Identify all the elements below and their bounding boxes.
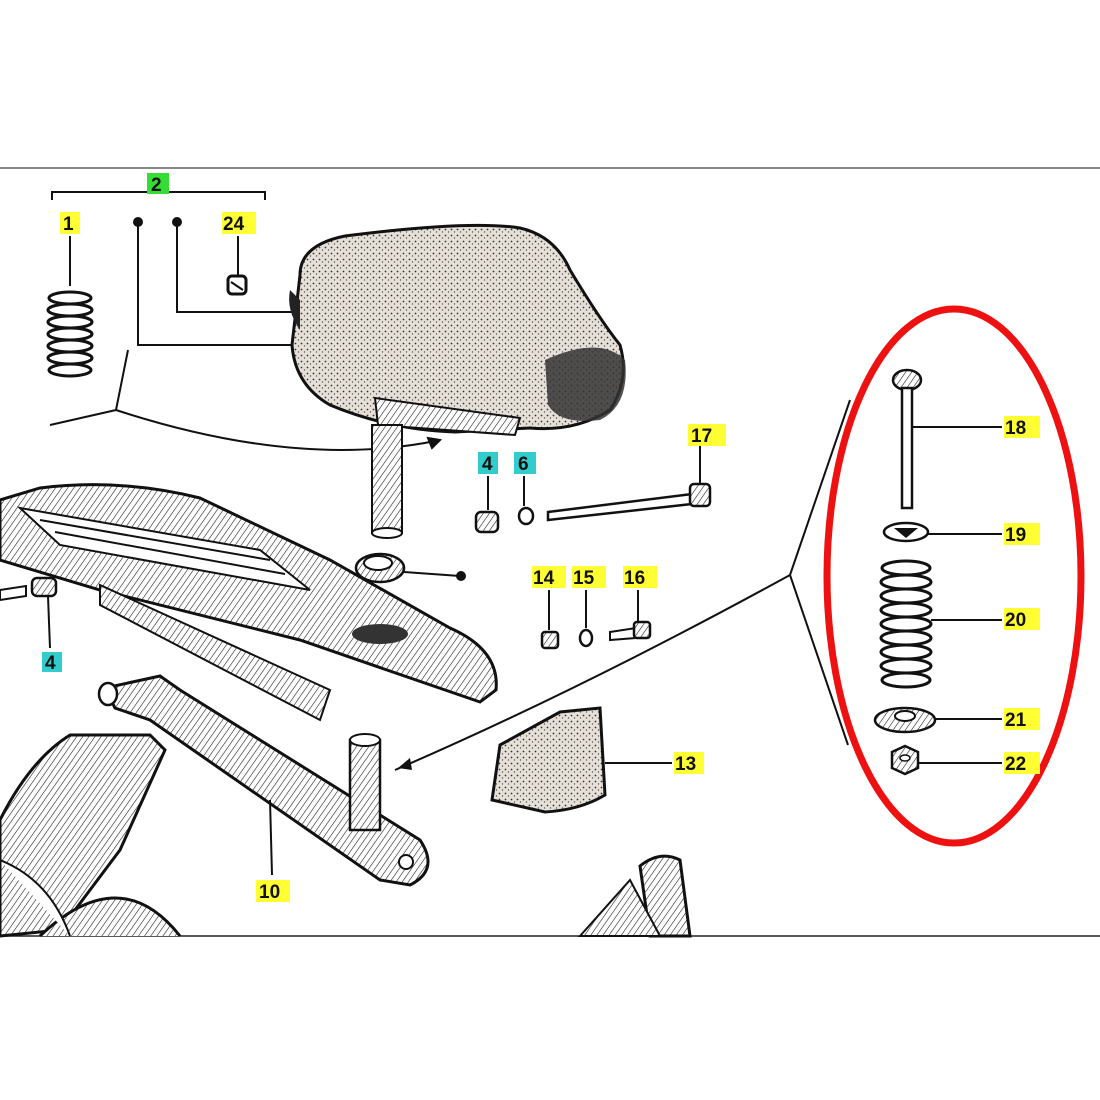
label-part-15: 15 (573, 568, 595, 589)
label-part-6: 6 (518, 454, 529, 475)
label-part-17: 17 (691, 426, 712, 447)
frame-lower-right (577, 854, 692, 938)
highlight-circle (823, 305, 1085, 847)
washer-part-15 (578, 590, 594, 648)
label-part-18: 18 (1005, 418, 1026, 439)
label-part-4-left: 4 (45, 653, 56, 674)
cup-part-21 (873, 706, 1002, 734)
carrier-rack (0, 483, 498, 722)
label-part-14: 14 (533, 568, 555, 589)
label-part-24: 24 (223, 214, 245, 235)
spring-part-20 (879, 559, 1002, 689)
seat-cushion (289, 223, 626, 539)
cup-part-19 (882, 521, 1002, 543)
label-part-21: 21 (1005, 710, 1027, 731)
clamp-knob (354, 552, 466, 584)
label-part-13: 13 (675, 754, 696, 775)
bushing-part-4 (474, 476, 500, 534)
label-part-20: 20 (1005, 610, 1026, 631)
spring-part-1 (46, 236, 94, 378)
label-part-10: 10 (259, 882, 280, 903)
bushing-part-4-left (0, 576, 58, 649)
cover-part-13 (490, 706, 672, 814)
nut-part-24 (226, 236, 248, 296)
group-2-leaders (49, 217, 443, 451)
label-part-1: 1 (63, 214, 74, 235)
bolt-part-16 (609, 590, 652, 642)
label-part-2: 2 (151, 175, 162, 196)
label-part-16: 16 (624, 568, 645, 589)
washer-part-6 (517, 476, 535, 526)
part-labels: 1 2 24 4 6 17 14 15 16 4 13 10 18 19 20 … (45, 175, 1027, 903)
swing-arm-part-10 (97, 399, 851, 887)
frame-lower-left (0, 733, 182, 938)
bolt-part-18 (891, 368, 1002, 510)
nut-part-22 (890, 744, 1002, 776)
label-part-19: 19 (1005, 525, 1026, 546)
label-part-4-top: 4 (482, 454, 493, 475)
label-part-22: 22 (1005, 754, 1026, 775)
nut-part-14 (540, 590, 560, 650)
bolt-part-17 (546, 446, 712, 522)
label-highlights (42, 173, 1040, 902)
